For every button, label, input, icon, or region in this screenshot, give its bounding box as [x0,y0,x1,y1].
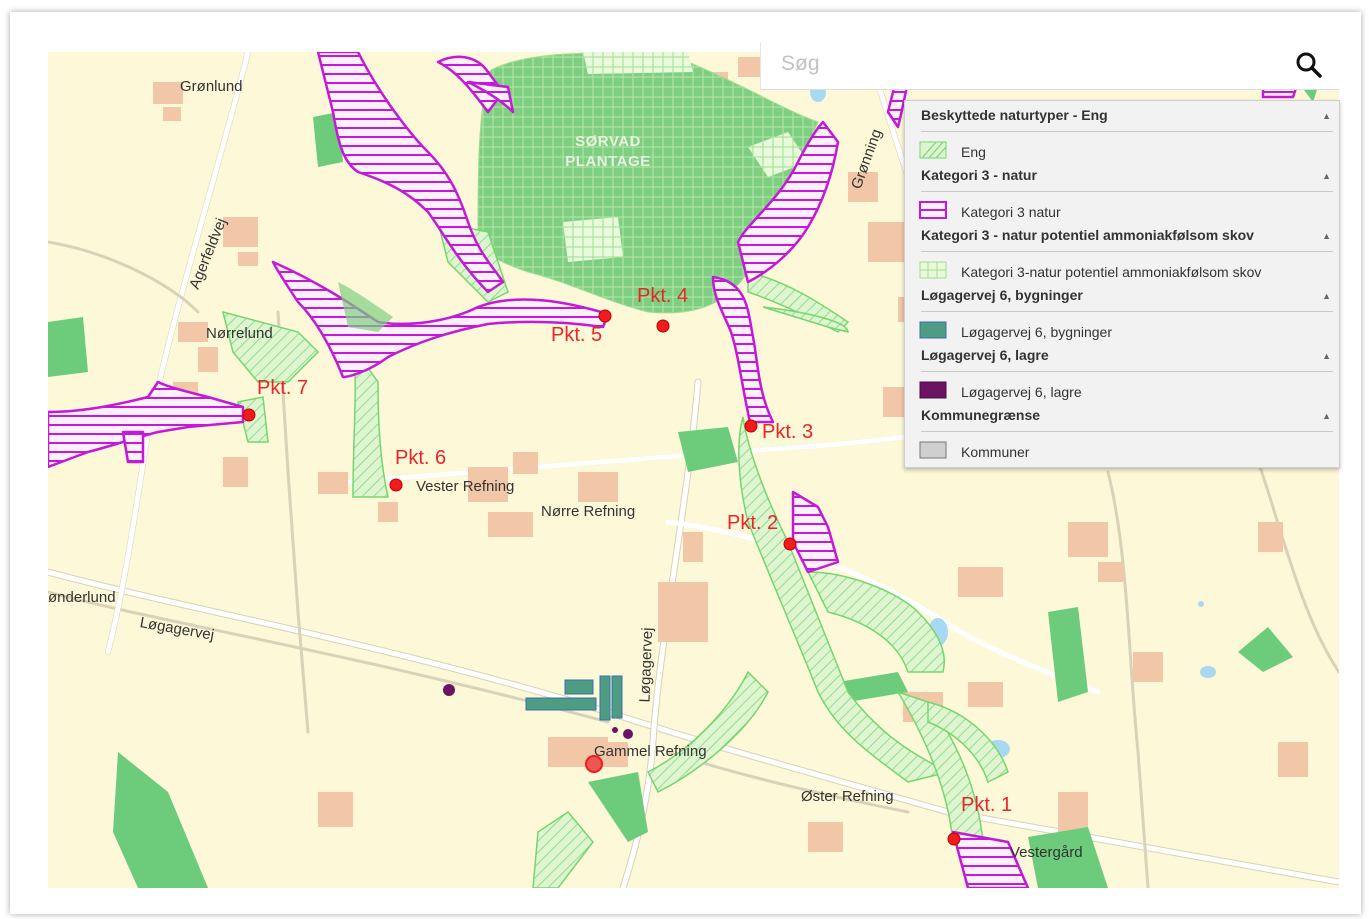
legend-item-label: Kategori 3-natur potentiel ammoniakfølso… [961,264,1262,280]
place-onderlund: ønderlund [48,589,116,606]
search-input[interactable]: Søg [781,52,820,75]
legend-group-header-skov[interactable]: Kategori 3 - natur potentiel ammoniakføl… [921,227,1333,252]
road-logagervej-vertical: Løgagervej [636,627,657,703]
legend-item-label: Kategori 3 natur [961,204,1061,220]
place-oster-refning: Øster Refning [801,788,894,805]
kommuner-swatch-icon [919,441,947,459]
legend-group-title: Løgagervej 6, bygninger [921,287,1083,303]
legend-group-header-bygninger[interactable]: Løgagervej 6, bygninger ▲ [921,287,1333,312]
kategori3-swatch-icon [919,201,947,219]
triangle-up-icon[interactable]: ▲ [1322,291,1331,301]
measurement-points [242,309,961,846]
skov-swatch-icon [919,261,947,279]
place-vester-refning: Vester Refning [416,478,515,495]
place-norrelund: Nørrelund [206,325,273,342]
legend-group-title: Beskyttede naturtyper - Eng [921,107,1108,123]
search-bar[interactable]: Søg [760,42,1339,90]
triangle-up-icon[interactable]: ▲ [1322,351,1331,361]
point-label-7: Pkt. 7 [257,377,309,399]
triangle-up-icon[interactable]: ▲ [1322,411,1331,421]
place-gammel-refning: Gammel Refning [594,743,707,760]
point-label-5: Pkt. 5 [551,324,603,346]
legend-group-header-kategori3[interactable]: Kategori 3 - natur ▲ [921,167,1333,192]
triangle-up-icon[interactable]: ▲ [1322,171,1331,181]
legend-group-title: Kategori 3 - natur [921,167,1037,183]
legend-item-label: Kommuner [961,444,1030,460]
legend-group-header-lagre[interactable]: Løgagervej 6, lagre ▲ [921,347,1333,372]
point-label-4: Pkt. 4 [637,285,689,307]
legend-group-title: Kommunegrænse [921,407,1041,423]
point-label-1: Pkt. 1 [961,794,1013,816]
point-label-2: Pkt. 2 [727,512,779,534]
map-legend: Beskyttede naturtyper - Eng ▲ Eng Katego… [904,100,1340,468]
plantage-forest [477,52,819,314]
search-icon[interactable] [1295,51,1323,79]
eng-swatch-icon [919,141,947,159]
bygninger-swatch-icon [919,321,947,339]
eng-areas [221,221,1009,888]
forest-patches [48,82,1318,888]
logagervej6-bygninger [525,675,623,721]
place-norre-refning: Nørre Refning [541,503,636,520]
point-label-3: Pkt. 3 [762,421,814,443]
legend-item-label: Løgagervej 6, lagre [961,384,1082,400]
gammel-refning-marker [585,755,603,773]
logagervej6-lagre [443,684,633,739]
place-gronlund: Grønlund [180,78,243,95]
place-sorvad-plantage: SØRVAD PLANTAGE [565,133,651,170]
buildings [153,57,1308,852]
triangle-up-icon[interactable]: ▲ [1322,231,1331,241]
point-label-6: Pkt. 6 [395,447,447,469]
kategori3-areas [48,52,1300,888]
legend-item-label: Løgagervej 6, bygninger [961,324,1112,340]
map-layers [48,52,1339,888]
triangle-up-icon[interactable]: ▲ [1322,111,1331,121]
legend-group-header-kommune[interactable]: Kommunegrænse ▲ [921,407,1333,432]
legend-group-header-eng[interactable]: Beskyttede naturtyper - Eng ▲ [921,107,1333,132]
legend-group-title: Løgagervej 6, lagre [921,347,1049,363]
legend-group-title: Kategori 3 - natur potentiel ammoniakføl… [921,227,1254,243]
plantage-light [563,217,623,262]
legend-item-label: Eng [961,144,986,160]
place-vestergard: Vestergård [1010,844,1083,861]
lagre-swatch-icon [919,381,947,399]
